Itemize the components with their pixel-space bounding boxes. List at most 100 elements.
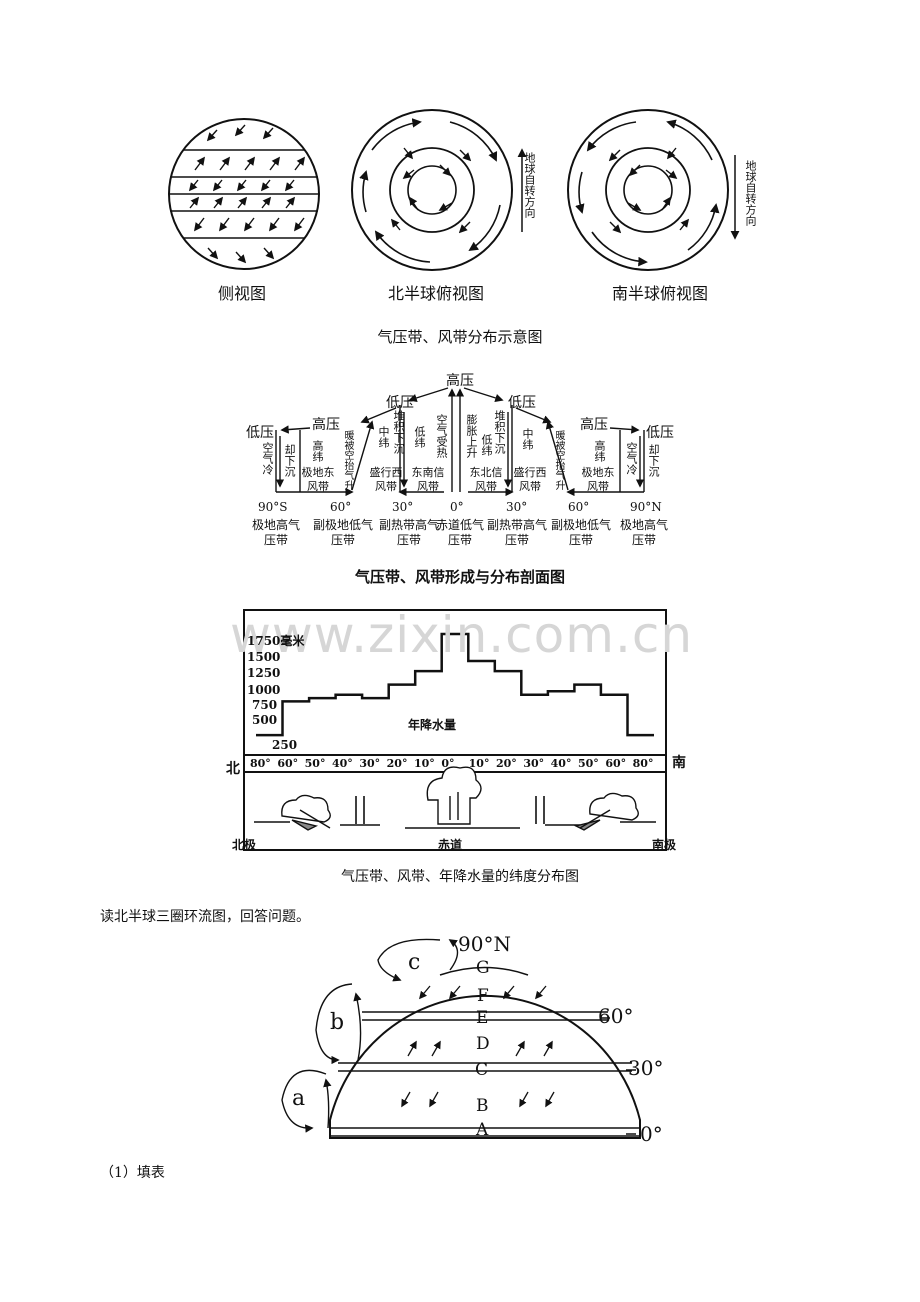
watermark: www.zixin.com.cn xyxy=(230,606,694,664)
north-pole-label: 北极 xyxy=(232,838,257,852)
belt-label: 副极地低气压带 xyxy=(550,518,611,547)
belt-label: 极地高气压带 xyxy=(620,518,669,547)
latitude-tick: 50° xyxy=(304,757,326,770)
col-text: 高纬 xyxy=(593,440,606,462)
lat-30: 30° xyxy=(628,1056,664,1080)
col-text: 堆积下沉 xyxy=(392,410,405,454)
figure4-diagram xyxy=(281,938,641,1139)
latitude-tick: 40° xyxy=(332,757,353,770)
cell-label-c: c xyxy=(408,950,421,975)
high-pressure-right: 高压 xyxy=(580,417,608,433)
zone-label: D xyxy=(476,1034,490,1054)
belt-label: 副热带高气压带 xyxy=(486,518,547,547)
wind-label: 东北信风带 xyxy=(469,466,503,493)
col-text: 中纬 xyxy=(521,428,534,450)
col-text: 低纬 xyxy=(480,434,493,456)
zone-label: A xyxy=(476,1120,489,1140)
latitude-tick: 50° xyxy=(578,757,599,770)
figure2-caption: 气压带、风带形成与分布剖面图 xyxy=(354,568,565,586)
lat-label: 90°N xyxy=(630,500,662,514)
latitude-tick: 30° xyxy=(523,757,545,770)
belt-label: 赤道低气压带 xyxy=(436,518,485,547)
lat-90n: 90°N xyxy=(458,932,511,956)
zone-label: G xyxy=(476,958,490,978)
cell-label-a: a xyxy=(292,1086,306,1111)
wind-label: 极地东风带 xyxy=(581,466,615,493)
south-view-label: 南半球俯视图 xyxy=(612,284,709,303)
belt-label: 副热带高气压带 xyxy=(378,518,439,547)
y-tick: 500 xyxy=(252,713,278,727)
figure1-diagram xyxy=(168,109,740,271)
lat-0: 0° xyxy=(640,1122,663,1146)
col-text: 暖被空抬气升 xyxy=(342,430,353,490)
cloud-icon xyxy=(281,766,639,831)
north-hemisphere-globe xyxy=(351,109,527,271)
col-text: 堆积下沉 xyxy=(493,410,506,454)
latitude-tick: 20° xyxy=(386,757,408,770)
col-text: 暖被空抬气升 xyxy=(553,430,564,490)
precip-curve xyxy=(256,632,654,737)
col-text: 低纬 xyxy=(413,426,426,448)
zone-label: B xyxy=(476,1096,489,1116)
latitude-tick: 10° xyxy=(414,757,435,770)
figure3-diagram xyxy=(243,609,667,851)
lat-label: 60° xyxy=(568,500,590,514)
belt-label: 副极地低气压带 xyxy=(312,518,373,547)
lat-label: 30° xyxy=(506,500,528,514)
low-pressure-mid-right: 低压 xyxy=(508,395,536,411)
south-label: 南 xyxy=(672,755,686,771)
north-view-label: 北半球俯视图 xyxy=(388,284,485,303)
lat-label: 0° xyxy=(450,500,464,514)
belt-label: 极地高气压带 xyxy=(252,518,301,547)
latitude-tick-row: 80° 60° 50° 40° 30° 20° 10° 0° 10° 20° 30° 40° 50° 60… xyxy=(250,757,660,773)
zone-label: F xyxy=(477,986,489,1006)
y-tick: 1250 xyxy=(247,666,281,680)
y-tick: 1500 xyxy=(247,650,281,664)
figure1-caption: 气压带、风带分布示意图 xyxy=(377,328,543,346)
wind-label: 极地东风带 xyxy=(301,466,335,493)
latitude-tick: 10° xyxy=(468,757,490,770)
low-pressure-right: 低压 xyxy=(646,425,674,441)
latitude-tick: 60° xyxy=(277,757,299,770)
north-label: 北 xyxy=(226,761,240,777)
low-pressure-mid-left: 低压 xyxy=(386,395,414,411)
wind-label: 东南信风带 xyxy=(411,466,445,493)
south-hemisphere-globe xyxy=(567,109,740,271)
lat-label: 30° xyxy=(392,500,414,514)
latitude-tick: 60° xyxy=(605,757,627,770)
curve-label: 年降水量 xyxy=(408,718,457,732)
equator-label: 赤道 xyxy=(438,838,463,852)
figure2-diagram xyxy=(275,387,645,497)
y-tick: 1750毫米 xyxy=(247,634,305,648)
col-text: 却下沉 xyxy=(647,444,660,477)
y-tick: 750 xyxy=(252,698,278,712)
latitude-tick: 40° xyxy=(550,757,572,770)
low-pressure-left: 低压 xyxy=(246,425,274,441)
zone-label: C xyxy=(475,1060,489,1080)
latitude-tick: 20° xyxy=(496,757,517,770)
col-text: 空气受热 xyxy=(435,414,448,458)
side-view-globe xyxy=(168,118,320,270)
south-pole-label: 南极 xyxy=(652,838,677,852)
question-intro: 读北半球三圈环流图，回答问题。 xyxy=(100,909,310,925)
col-text: 膨胀上升 xyxy=(465,414,478,458)
col-text: 却下沉 xyxy=(283,444,296,477)
lat-label: 90°S xyxy=(258,500,288,514)
wind-label: 盛行西风带 xyxy=(513,466,547,493)
north-rotation-label: 地球自转方向 xyxy=(523,152,536,218)
latitude-tick: 80° xyxy=(250,757,271,770)
south-rotation-label: 地球自转方向 xyxy=(744,160,757,226)
sub-question: （1）填表 xyxy=(100,1165,165,1181)
lat-60: 60° xyxy=(598,1004,634,1028)
latitude-tick: 30° xyxy=(359,757,381,770)
y-tick: 250 xyxy=(272,738,298,752)
col-text: 空气冷 xyxy=(261,442,274,475)
latitude-tick: 0° xyxy=(441,757,455,770)
col-text: 空气冷 xyxy=(625,442,638,475)
y-tick: 1000 xyxy=(247,683,281,697)
wind-label: 盛行西风带 xyxy=(369,466,403,493)
latitude-tick: 80° xyxy=(632,757,654,770)
high-pressure-left: 高压 xyxy=(312,417,340,433)
cell-label-b: b xyxy=(330,1010,345,1035)
zone-label: E xyxy=(476,1008,489,1028)
